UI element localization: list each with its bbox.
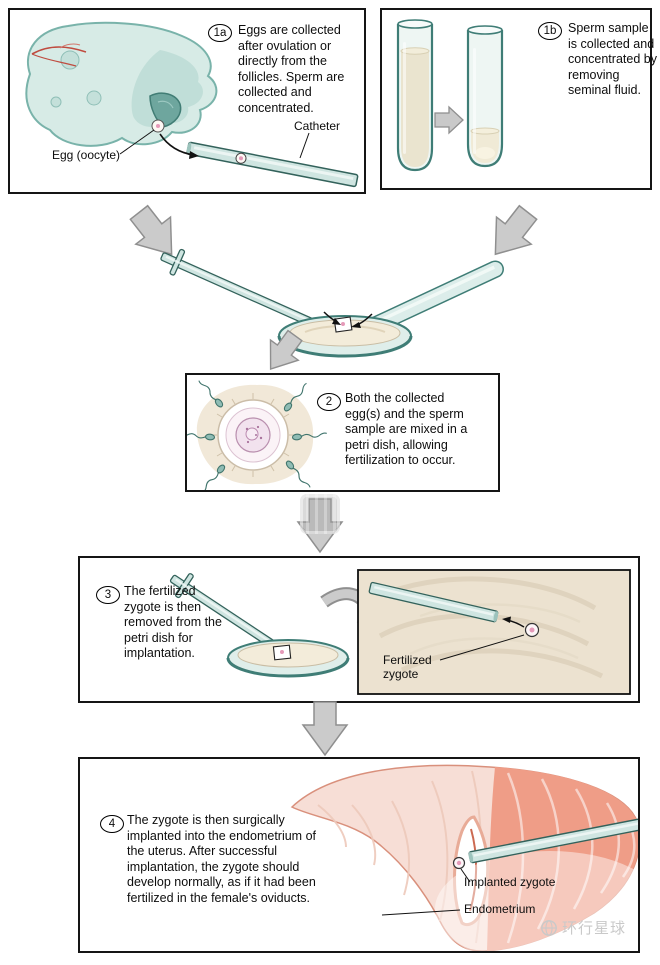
label-endometrium: Endometrium [464, 902, 536, 916]
globe-icon [541, 919, 557, 936]
catheter-icon [368, 581, 499, 623]
watermark-stamp [300, 494, 340, 534]
catheter-icon [468, 817, 638, 864]
panel-step-1a: 1a Eggs are collected after ovulation or… [8, 8, 366, 194]
inset-box [357, 569, 631, 695]
egg-label-leader-line [119, 129, 155, 155]
pipette-to-dish-arrow [323, 311, 341, 325]
step-badge-1b: 1b [538, 22, 562, 40]
panel-step-2: 2 Both the collected egg(s) and the sper… [185, 373, 500, 492]
tube-to-tube-arrow [434, 105, 464, 135]
watermark-text: 环行星球 [562, 920, 627, 937]
flow-arrow-2-to-3 [296, 498, 344, 554]
label-catheter: Catheter [294, 119, 341, 133]
zygote-removal-illustration [169, 569, 631, 695]
uterus-implantation-illustration [290, 764, 638, 951]
step-badge-1a: 1a [208, 24, 232, 42]
step-text-2: Both the collected egg(s) and the sperm … [345, 391, 468, 467]
fertilized-zygote-icon [524, 622, 540, 638]
sperm-sample-illustration [396, 19, 504, 172]
test-tube-raw-sample [396, 19, 434, 172]
step-text-1a: Eggs are collected after ovulation or di… [238, 23, 345, 115]
ovary-illustration [25, 21, 218, 147]
flow-arrow-3-to-4 [301, 701, 349, 757]
zygote-to-catheter-arrow [502, 616, 525, 628]
dish-sample-square [333, 316, 353, 333]
implanted-zygote-icon [452, 856, 466, 870]
step-badge-2: 2 [317, 393, 341, 411]
dish-sample-square [272, 644, 292, 661]
sperm-icons [187, 380, 328, 490]
pipette-icon [160, 248, 329, 333]
fertilization-illustration [187, 380, 328, 490]
egg-to-catheter-arrow [159, 133, 199, 159]
watermark: 环行星球 [540, 917, 626, 938]
ovary-egg-collection-illustration [25, 21, 359, 188]
panel-step-3: 3 The fertilized zygote is then removed … [78, 556, 640, 703]
blood-vessel [31, 46, 87, 55]
label-egg-oocyte: Egg (oocyte) [52, 148, 121, 162]
endometrium-leader-line [381, 909, 461, 916]
test-tube-concentrated-sample [466, 25, 504, 168]
uterine-cavity [453, 815, 490, 927]
egg-oocyte-icon [151, 119, 165, 133]
follicle-funnel [149, 92, 182, 128]
step-badge-4: 4 [100, 815, 124, 833]
label-fertilized-zygote: Fertilized zygote [383, 653, 432, 681]
uterus-illustration [290, 764, 638, 951]
egg-cell-icon [211, 393, 295, 477]
implanted-zygote-leader-line [460, 868, 471, 883]
label-implanted-zygote: Implanted zygote [464, 875, 556, 889]
flow-arrow-from-1b [494, 204, 538, 256]
flow-arrow-from-1a [129, 204, 173, 256]
catheter-label-leader-line [299, 132, 310, 159]
zygote-label-leader-line [439, 634, 525, 661]
petri-dish [226, 639, 350, 678]
mixing-scene-illustration [129, 204, 538, 370]
catheter-icon [186, 141, 359, 188]
petri-dish [277, 315, 413, 358]
dish-to-panel2-arrow [269, 329, 303, 370]
step-badge-3: 3 [96, 586, 120, 604]
panel-step-1b: 1b Sperm sample is collected and concent… [380, 8, 657, 190]
tube-to-dish-arrow [351, 313, 373, 328]
step-text-3: The fertilized zygote is then removed fr… [124, 584, 222, 660]
step-text-1b: Sperm sample is collected and concentrat… [568, 21, 657, 97]
step-text-4: The zygote is then surgically implanted … [127, 813, 316, 905]
